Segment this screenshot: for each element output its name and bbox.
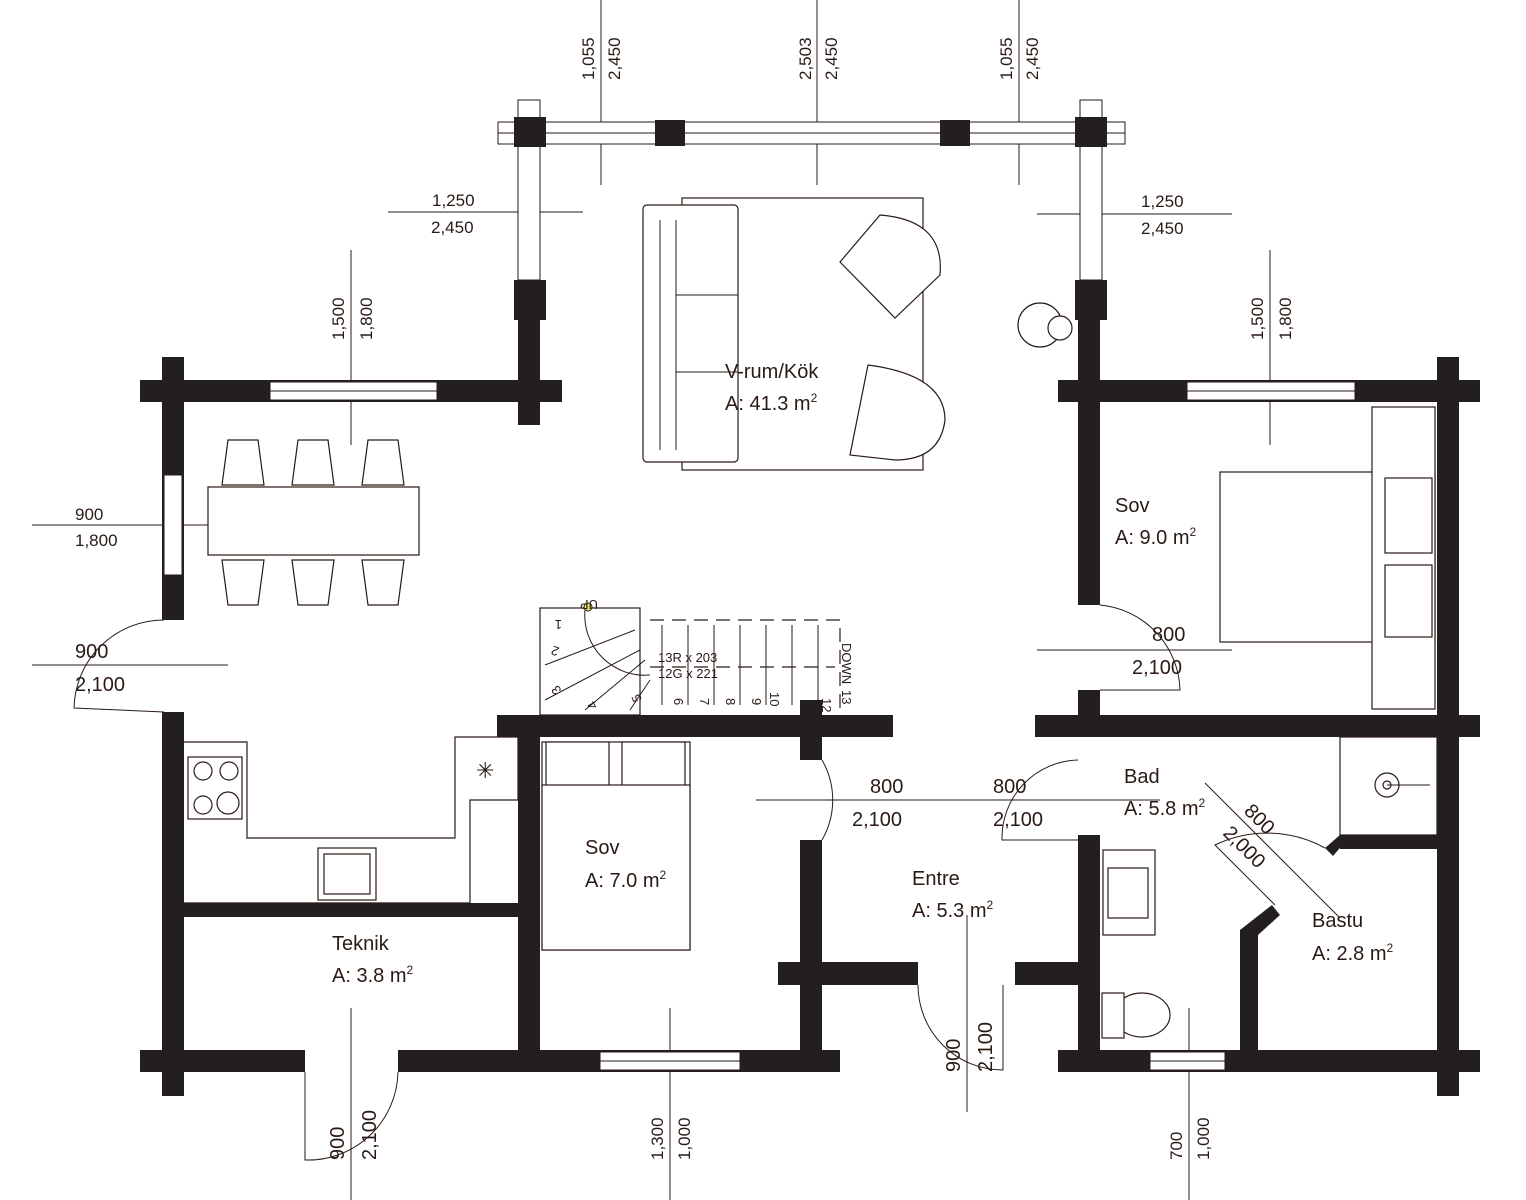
stair-up-label: UP [580,597,598,612]
svg-text:2,100: 2,100 [359,1110,381,1160]
dimension-labels: 1,055 2,450 2,503 2,450 1,055 2,450 1,25… [75,37,1295,1160]
svg-text:1,250: 1,250 [1141,192,1184,211]
svg-text:800: 800 [993,776,1026,798]
svg-text:7: 7 [697,698,712,705]
room-bastu-name: Bastu [1312,910,1363,932]
svg-text:1,000: 1,000 [675,1117,694,1160]
svg-text:2,503: 2,503 [796,37,815,80]
stair-goings: 12G x 221 [658,666,718,681]
svg-text:2,450: 2,450 [1023,37,1042,80]
room-bed2-area: A: 7.0 m2 [585,868,666,892]
room-entre-area: A: 5.3 m2 [912,898,993,922]
bay-window-wall [497,99,1126,605]
room-bad-name: Bad [1124,766,1160,788]
svg-text:8: 8 [723,698,738,705]
room-living-area: A: 41.3 m2 [725,391,818,415]
room-labels: V-rum/Kök A: 41.3 m2 Sov A: 9.0 m2 Sov A… [332,361,1393,987]
svg-text:1,250: 1,250 [432,191,475,210]
svg-text:1,300: 1,300 [648,1117,667,1160]
svg-text:900: 900 [327,1127,349,1160]
staircase: UP DOWN 13R x 203 12G x 221 1 2 3 4 5 6 … [539,597,854,720]
svg-text:2,100: 2,100 [993,809,1043,831]
svg-text:1,055: 1,055 [579,37,598,80]
svg-text:2,100: 2,100 [975,1022,997,1072]
svg-text:1,800: 1,800 [1276,297,1295,340]
svg-text:2,100: 2,100 [1132,657,1182,679]
svg-text:1,500: 1,500 [1248,297,1267,340]
svg-text:5: 5 [628,692,645,704]
svg-text:10: 10 [767,692,782,706]
svg-text:1: 1 [555,617,562,632]
svg-text:2,100: 2,100 [852,809,902,831]
room-entre-name: Entre [912,868,960,890]
room-bad-area: A: 5.8 m2 [1124,796,1205,820]
room-teknik-name: Teknik [332,933,390,955]
svg-text:12: 12 [819,698,834,712]
svg-text:13: 13 [839,690,854,704]
stair-start-marker [583,602,593,612]
svg-text:1,500: 1,500 [329,297,348,340]
room-bed1-name: Sov [1115,495,1149,517]
svg-text:2,100: 2,100 [75,674,125,696]
svg-text:2,450: 2,450 [605,37,624,80]
room-living-name: V-rum/Kök [725,361,819,383]
svg-text:2: 2 [549,643,561,660]
room-bed1-area: A: 9.0 m2 [1115,525,1196,549]
dimension-lines [32,0,1341,1200]
door-swings [73,604,1326,1161]
svg-text:2,450: 2,450 [1141,219,1184,238]
furniture: ✳ [184,197,1438,1039]
walls [140,357,1480,1096]
svg-text:700: 700 [1167,1132,1186,1160]
room-bastu-area: A: 2.8 m2 [1312,941,1393,965]
svg-text:900: 900 [943,1039,965,1072]
room-teknik-area: A: 3.8 m2 [332,963,413,987]
room-bed2-name: Sov [585,837,619,859]
svg-text:1,000: 1,000 [1194,1117,1213,1160]
svg-text:800: 800 [1152,624,1185,646]
svg-text:1,800: 1,800 [75,531,118,550]
svg-text:1,800: 1,800 [357,297,376,340]
svg-text:800: 800 [870,776,903,798]
stair-down-label: DOWN [839,643,854,684]
svg-text:9: 9 [749,698,764,705]
svg-text:2,450: 2,450 [822,37,841,80]
svg-text:6: 6 [671,698,686,705]
stair-risers: 13R x 203 [658,650,717,665]
svg-text:900: 900 [75,641,108,663]
svg-text:1,055: 1,055 [997,37,1016,80]
svg-text:2,450: 2,450 [431,218,474,237]
svg-text:900: 900 [75,505,103,524]
svg-text:✳: ✳ [476,758,494,783]
